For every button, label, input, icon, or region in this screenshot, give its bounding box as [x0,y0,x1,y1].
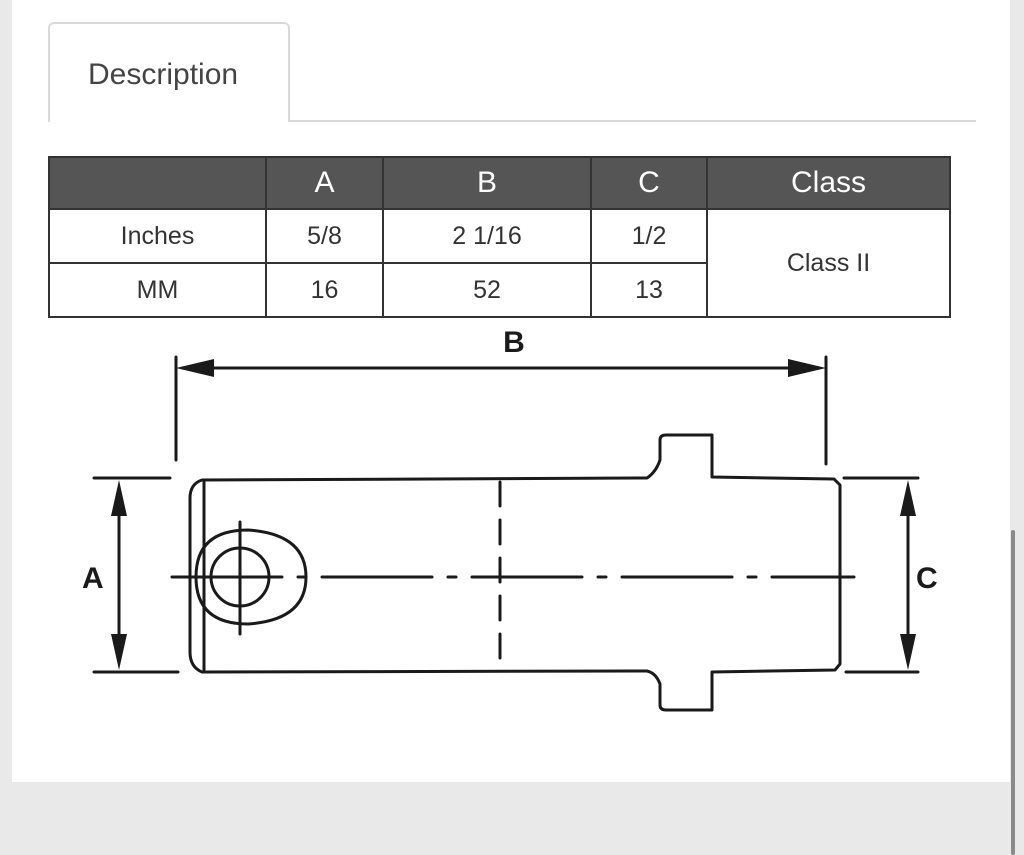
cell-b: 2 1/16 [382,208,592,264]
tab-description[interactable]: Description [48,22,290,122]
cell-c: 1/2 [590,208,708,264]
dimension-b [174,355,828,466]
table-row: MM 16 52 13 [48,262,950,318]
scrollbar[interactable] [1011,530,1015,855]
eye-hole-outline [194,528,308,626]
label-a: A [82,562,104,595]
cell-a: 5/8 [265,208,384,264]
pin-outline [188,433,842,712]
table-row: Inches 5/8 2 1/16 1/2 Class II [48,208,951,318]
cell-unit: MM [48,262,267,318]
header-b: B [382,156,592,210]
dimension-c [842,476,920,674]
header-a: A [265,156,384,210]
label-c: C [916,562,938,595]
tab-description-label: Description [88,58,239,91]
tab-divider [290,120,976,122]
cell-a: 16 [265,262,384,318]
label-b: B [503,326,525,359]
dimensions-table: A B C Class Inches 5/8 2 1/16 1/2 Class … [48,156,951,318]
cell-class: Class II [706,208,951,318]
cell-unit: Inches [48,208,267,264]
header-blank [48,156,267,210]
pin-technical-drawing: B A C [82,326,938,712]
cell-c: 13 [590,262,708,318]
header-c: C [590,156,708,210]
cell-b: 52 [382,262,592,318]
header-class: Class [706,156,951,210]
description-panel: Description A B C Class Inches 5/8 2 1/1… [12,0,1010,782]
dimension-a [92,476,180,674]
table-header-row: A B C Class [48,156,951,210]
